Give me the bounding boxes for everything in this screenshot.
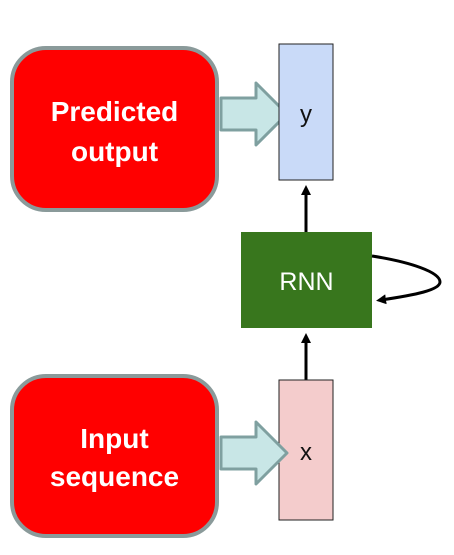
pointer-arrow-to-output	[219, 81, 289, 147]
predicted-output-label-line1: Predicted	[51, 96, 179, 127]
input-sequence-label-line1: Input	[80, 423, 148, 454]
output-vector-y: y	[278, 43, 334, 181]
output-vector-label: y	[300, 101, 312, 128]
input-sequence-label-line2: sequence	[50, 461, 179, 492]
rnn-cell: RNN	[241, 232, 372, 328]
input-sequence-callout: Input sequence	[10, 374, 219, 538]
input-vector-x: x	[278, 379, 334, 521]
predicted-output-label-line2: output	[71, 136, 158, 167]
input-vector-label: x	[300, 439, 312, 466]
rnn-cell-label: RNN	[279, 268, 333, 296]
recurrent-loop-arrow	[371, 254, 442, 305]
pointer-arrow-to-input	[219, 420, 289, 486]
predicted-output-callout: Predicted output	[10, 46, 219, 212]
